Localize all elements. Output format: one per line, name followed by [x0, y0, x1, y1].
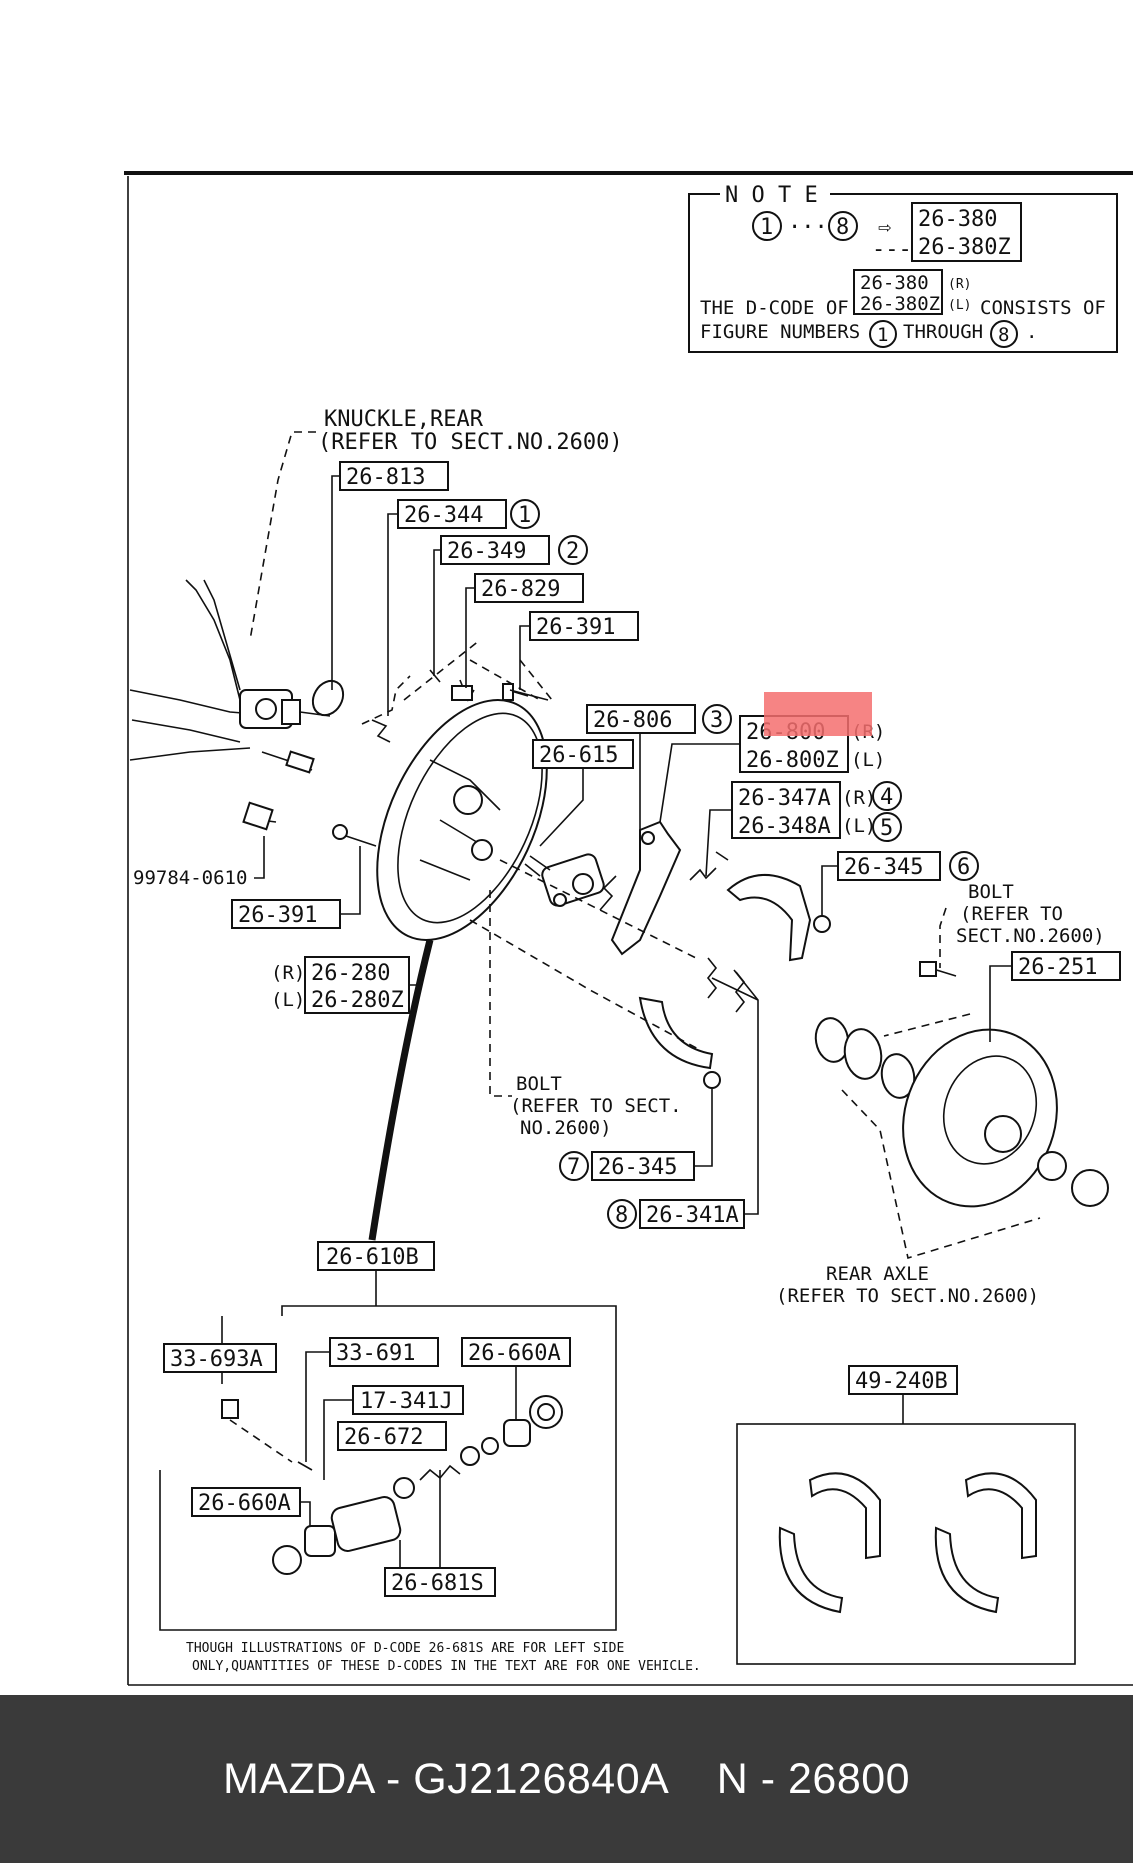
label-26-345-top: 26-345 [844, 855, 923, 880]
label-26-391-left: 26-391 [238, 903, 317, 928]
label-26-615: 26-615 [539, 743, 618, 768]
label-33-693a: 33-693A [170, 1347, 263, 1372]
svg-text:THROUGH: THROUGH [903, 321, 983, 343]
svg-text:26-380Z: 26-380Z [860, 293, 940, 315]
svg-text:5: 5 [880, 816, 893, 841]
wheel-cylinder [541, 853, 605, 907]
svg-text:NO.2600): NO.2600) [520, 1117, 612, 1139]
label-26-251: 26-251 [1018, 955, 1097, 980]
note-range-start: 1 [760, 215, 773, 240]
label-26-610b: 26-610B [326, 1245, 419, 1270]
svg-text:8: 8 [615, 1203, 628, 1228]
note-code-1: 26-380 [918, 207, 997, 232]
caption-text: MAZDA - GJ2126840A N - 26800 [222, 1754, 911, 1803]
svg-text:2: 2 [566, 539, 579, 564]
mid-labels: 7 26-345 8 26-341A [559, 969, 759, 1229]
svg-text:(REFER TO SECT.: (REFER TO SECT. [510, 1095, 682, 1117]
footnote-line-1: THOUGH ILLUSTRATIONS OF D-CODE 26-681S A… [186, 1641, 624, 1656]
note-line1-suffix: CONSISTS OF [980, 297, 1106, 319]
label-17-341j: 17-341J [360, 1389, 453, 1414]
svg-text:1: 1 [518, 503, 531, 528]
shoe-kit: 49-240B [736, 1365, 1076, 1665]
note-line2-prefix: FIGURE NUMBERS [700, 321, 860, 343]
upper-small-parts [242, 669, 551, 877]
bolts [509, 689, 957, 977]
svg-text:(L): (L) [271, 989, 305, 1011]
svg-text:(REFER TO SECT.NO.2600): (REFER TO SECT.NO.2600) [776, 1285, 1039, 1307]
backing-plate [376, 699, 548, 941]
svg-text:(REFER TO: (REFER TO [960, 903, 1063, 925]
svg-text:···: ··· [788, 215, 828, 240]
svg-text:.: . [1026, 321, 1037, 343]
svg-text:(R): (R) [842, 787, 876, 809]
label-26-391-top: 26-391 [536, 615, 615, 640]
bolt-callouts: BOLT (REFER TO SECT.NO.2600) BOLT (REFER… [510, 881, 1105, 1307]
arrow-icon: ⇨ [878, 215, 892, 240]
dash-leaders-axle [841, 1089, 1041, 1260]
label-26-660a-left: 26-660A [198, 1491, 291, 1516]
knuckle-sketch [129, 579, 331, 761]
note-line1-prefix: THE D-CODE OF [700, 297, 849, 319]
left-labels: 99784-0610 26-391 26-280 26-280Z (R) (L) [133, 836, 431, 1014]
svg-text:(R): (R) [271, 962, 305, 984]
caption-bar: MAZDA - GJ2126840A N - 26800 [0, 1695, 1133, 1863]
label-33-691: 33-691 [336, 1341, 415, 1366]
dash-leaders-bolt-upper [883, 907, 971, 1037]
knuckle-callout: KNUCKLE,REAR (REFER TO SECT.NO.2600) [249, 407, 623, 641]
label-26-280: 26-280 [311, 961, 390, 986]
svg-text:7: 7 [567, 1155, 580, 1180]
svg-text:6: 6 [957, 855, 970, 880]
label-26-345-bottom: 26-345 [598, 1155, 677, 1180]
label-26-806: 26-806 [593, 708, 672, 733]
dash-leaders-top [361, 639, 553, 725]
svg-text:4: 4 [880, 785, 893, 810]
label-26-813: 26-813 [346, 465, 425, 490]
dash-leaders-mid [469, 859, 701, 1051]
note-range-end: 8 [836, 215, 849, 240]
adjuster-assembly [599, 820, 729, 956]
note-title: N O T E [725, 183, 818, 208]
svg-text:(L): (L) [948, 298, 971, 313]
label-26-344: 26-344 [404, 503, 483, 528]
parts-diagram: N O T E 1 ··· 8 ⇨ --- 26-380 26-380Z THE… [124, 171, 1133, 1686]
svg-text:BOLT: BOLT [968, 881, 1014, 903]
svg-text:(R): (R) [948, 277, 971, 292]
svg-text:1: 1 [877, 324, 888, 346]
svg-text:(REFER TO SECT.NO.2600): (REFER TO SECT.NO.2600) [318, 430, 623, 455]
label-26-800z: 26-800Z [746, 748, 839, 773]
dash-leaders-bolt-lower [489, 890, 512, 1097]
wheel-cylinder-kit: 26-610B 33-693A 33-691 26-660A 17-341J 2… [159, 1241, 617, 1631]
label-26-672: 26-672 [344, 1425, 423, 1450]
svg-text:8: 8 [998, 324, 1009, 346]
svg-text:KNUCKLE,REAR: KNUCKLE,REAR [324, 407, 484, 432]
svg-text:SECT.NO.2600): SECT.NO.2600) [956, 925, 1105, 947]
label-26-660a-top: 26-660A [468, 1341, 561, 1366]
label-26-349: 26-349 [447, 539, 526, 564]
svg-text:3: 3 [710, 708, 723, 733]
label-26-829: 26-829 [481, 577, 560, 602]
label-26-348a: 26-348A [738, 814, 831, 839]
svg-text:BOLT: BOLT [516, 1073, 562, 1095]
label-26-280z: 26-280Z [311, 988, 404, 1013]
svg-text:---: --- [872, 237, 912, 262]
note-code-2: 26-380Z [918, 235, 1011, 260]
label-99784-0610: 99784-0610 [133, 867, 247, 889]
svg-text:26-380: 26-380 [860, 272, 929, 294]
svg-text:REAR AXLE: REAR AXLE [826, 1263, 929, 1285]
note-box: N O T E 1 ··· 8 ⇨ --- 26-380 26-380Z THE… [688, 183, 1118, 353]
brake-shoes [638, 874, 831, 1089]
label-26-681s: 26-681S [391, 1571, 484, 1596]
label-26-347a: 26-347A [738, 786, 831, 811]
svg-text:(L): (L) [842, 815, 876, 837]
footnote-line-2: ONLY,QUANTITIES OF THESE D-CODES IN THE … [192, 1659, 701, 1674]
svg-text:(L): (L) [851, 749, 885, 771]
label-49-240b: 49-240B [855, 1369, 948, 1394]
top-labels: 26-813 26-344 1 26-349 2 26-829 26-391 2… [331, 461, 1121, 1042]
highlight-marker [764, 692, 872, 736]
label-26-341a: 26-341A [646, 1203, 739, 1228]
drum-hub [814, 1017, 1109, 1208]
